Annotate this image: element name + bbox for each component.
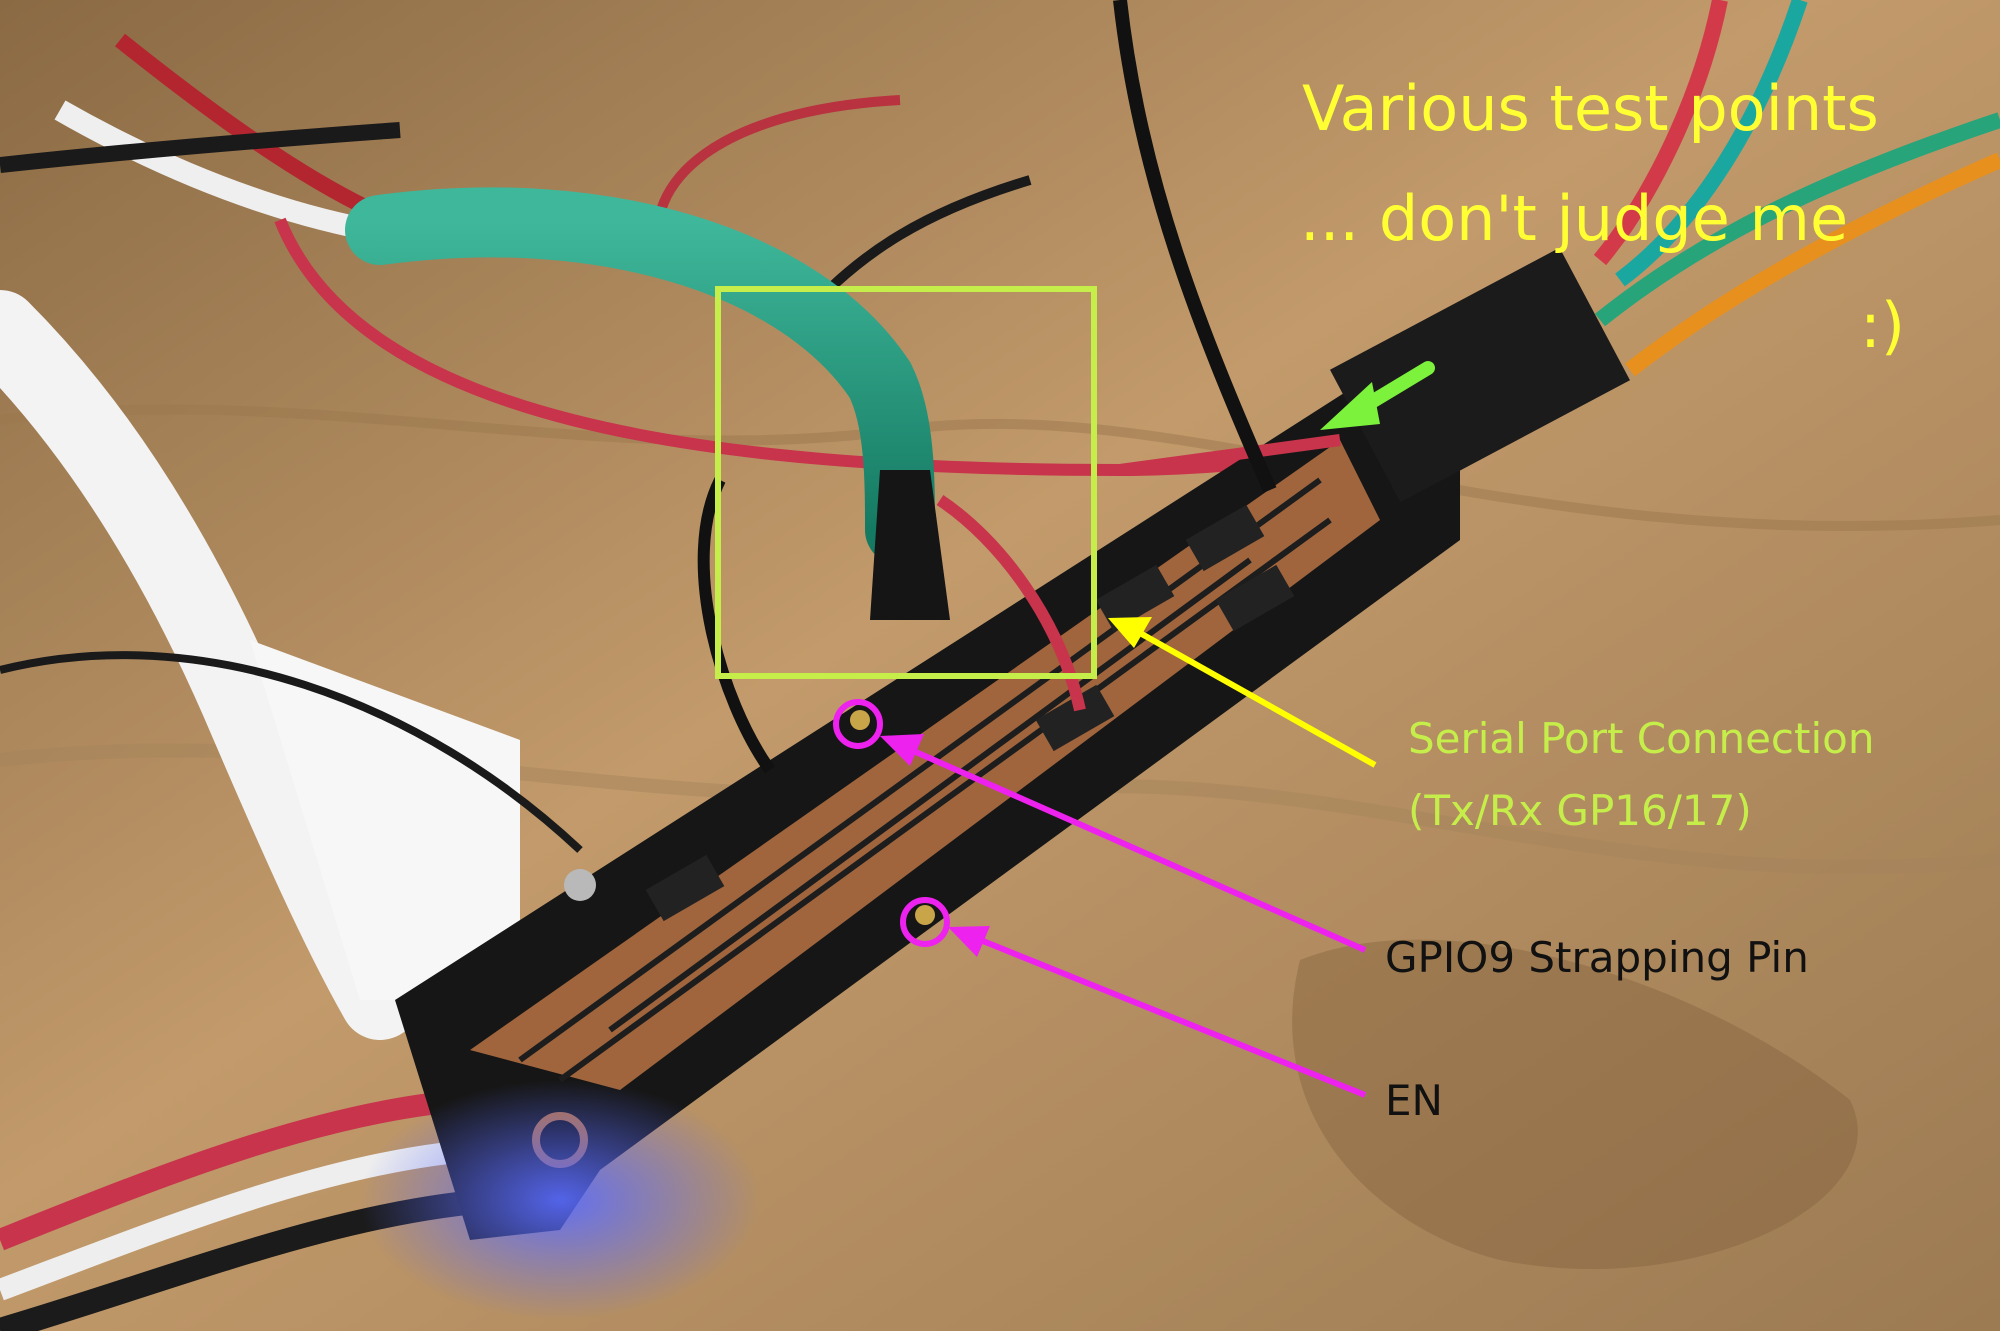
chip: [1185, 504, 1265, 572]
wire-black-top: [0, 122, 401, 173]
note-line-2: ... don't judge me: [1300, 182, 1849, 255]
yellow-arrow: [1138, 630, 1377, 768]
gpio9-arrow: [898, 742, 1367, 953]
yellow-arrow-head: [1108, 617, 1152, 648]
wire-black-long: [0, 651, 583, 853]
solder-pad: [564, 869, 596, 901]
wire-orange-right: [1625, 152, 2000, 377]
wire-green-right: [1595, 112, 2000, 327]
en-arrow: [966, 932, 1367, 1098]
wire-black-left: [697, 477, 775, 774]
gpio9-arrow-head: [880, 734, 924, 766]
wire-red-right-pad: [1119, 434, 1341, 476]
black-heatshrink: [870, 470, 950, 620]
connector-header: [1330, 247, 1630, 503]
wire-red-right: [1593, 0, 1728, 266]
gpio9-label: GPIO9 Strapping Pin: [1385, 933, 1809, 982]
serial-label-line-2: (Tx/Rx GP16/17): [1408, 786, 1752, 835]
wire-black-vertical: [1113, 0, 1277, 493]
green-sleeve-cable: [345, 187, 935, 565]
blue-led-glow: [360, 1080, 760, 1320]
en-arrow-head: [948, 926, 990, 957]
serial-label-line-1: Serial Port Connection: [1408, 714, 1875, 763]
green-arrow-head: [1320, 382, 1380, 430]
chip: [645, 854, 725, 922]
chip: [1215, 564, 1295, 632]
solder-pad: [850, 710, 870, 730]
solder-pad: [915, 905, 935, 925]
pcb-traces: [518, 477, 1332, 1083]
serial-highlight-box: [715, 286, 1097, 679]
wires-bottom-left: [0, 1089, 471, 1251]
en-label: EN: [1385, 1076, 1443, 1125]
note-line-1: Various test points: [1302, 72, 1879, 145]
note-line-3: :): [1860, 289, 1906, 362]
chip: [1095, 564, 1175, 632]
chip: [1035, 684, 1115, 752]
usb-plug: [250, 640, 520, 1000]
gpio9-marker: [833, 699, 883, 749]
wire-teal-right: [1615, 0, 1808, 287]
en-marker: [900, 897, 950, 947]
wood-stain: [1292, 939, 1858, 1270]
